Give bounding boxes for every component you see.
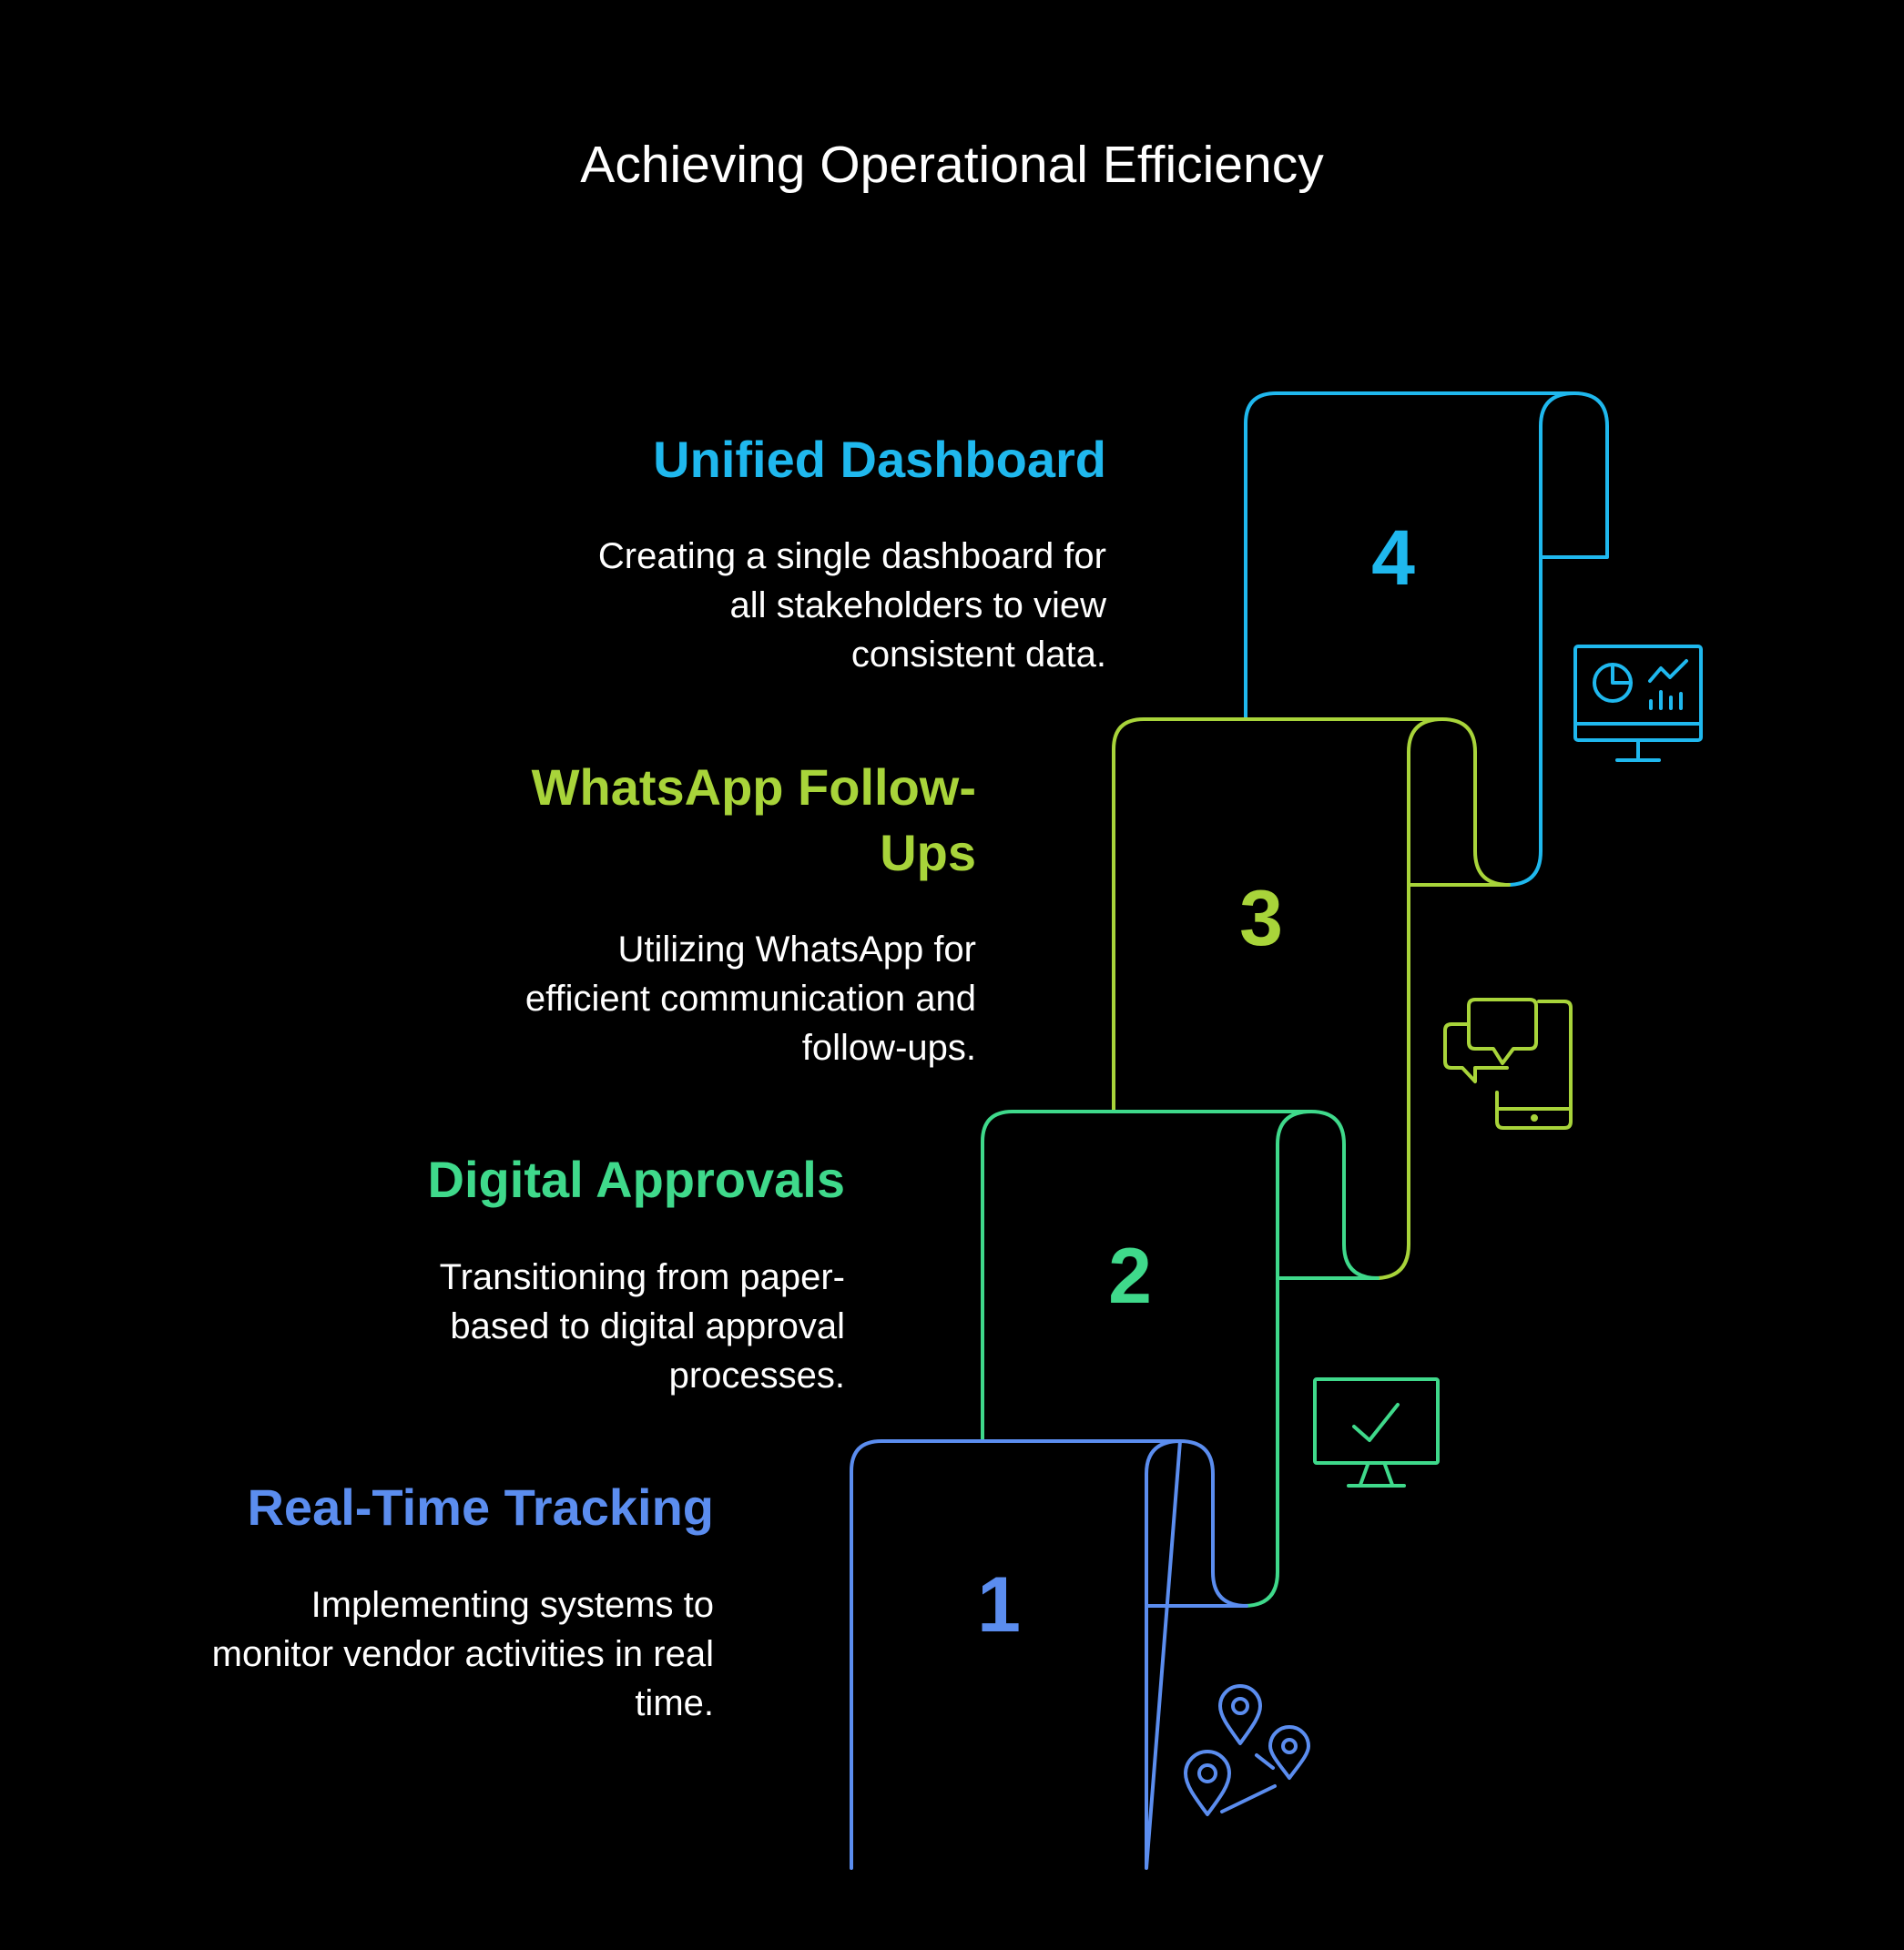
map-pins-route-icon xyxy=(1184,1684,1310,1816)
step-2-title: Digital Approvals xyxy=(427,1151,845,1208)
step-4-description: Creating a single dashboard for all stak… xyxy=(597,536,1106,675)
step-4-title: Unified Dashboard xyxy=(653,431,1106,488)
step-3-number: 3 xyxy=(1239,875,1283,962)
monitor-checkmark-icon xyxy=(1313,1377,1440,1488)
step-3-title: WhatsApp Follow-Ups xyxy=(531,758,976,881)
step-3-description: Utilizing WhatsApp for efficient communi… xyxy=(524,929,976,1068)
step-1-title: Real-Time Tracking xyxy=(247,1478,714,1536)
page-title: Achieving Operational Efficiency xyxy=(580,136,1324,194)
dashboard-monitor-icon xyxy=(1573,645,1703,762)
step-2-description: Transitioning from paper-based to digita… xyxy=(439,1257,845,1396)
chat-bubbles-phone-icon xyxy=(1443,998,1573,1130)
scroll-3 xyxy=(1112,717,1511,1280)
step-1-number: 1 xyxy=(977,1561,1021,1649)
scroll-4 xyxy=(1244,391,1609,887)
step-2-number: 2 xyxy=(1108,1233,1152,1320)
step-1-description: Implementing systems to monitor vendor a… xyxy=(211,1585,714,1723)
scroll-1 xyxy=(850,1439,1248,1870)
step-4-number: 4 xyxy=(1371,514,1415,602)
scroll-2 xyxy=(981,1110,1380,1608)
